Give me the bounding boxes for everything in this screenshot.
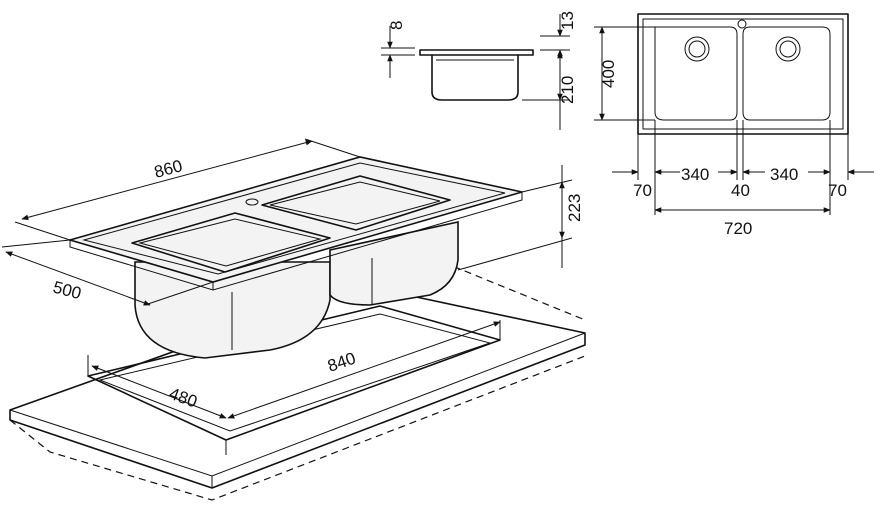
plan-depth-label: 400 xyxy=(599,60,618,88)
top-plan-view: 400 70 340 40 340 70 720 xyxy=(594,13,874,238)
bowl-depth-label: 210 xyxy=(558,76,577,104)
overall-depth-label: 500 xyxy=(51,278,83,304)
margin-right-label: 70 xyxy=(828,181,847,200)
inner-length-label: 720 xyxy=(724,219,752,238)
bowl-width-left-label: 340 xyxy=(681,165,709,184)
rim-thickness-label: 8 xyxy=(387,21,406,30)
bowl-width-right-label: 340 xyxy=(770,165,798,184)
cutout-length-label: 840 xyxy=(325,349,358,376)
overall-length-label: 860 xyxy=(152,156,184,182)
cutout-depth-label: 480 xyxy=(167,384,200,412)
dimensions-3d: 860 500 223 840 480 xyxy=(1,138,584,455)
bowl-height-label: 223 xyxy=(565,194,584,222)
side-section-view: 8 13 210 xyxy=(381,11,577,130)
bowl-gap-label: 40 xyxy=(731,181,750,200)
rim-offset-label: 13 xyxy=(558,11,577,30)
margin-left-label: 70 xyxy=(633,181,652,200)
